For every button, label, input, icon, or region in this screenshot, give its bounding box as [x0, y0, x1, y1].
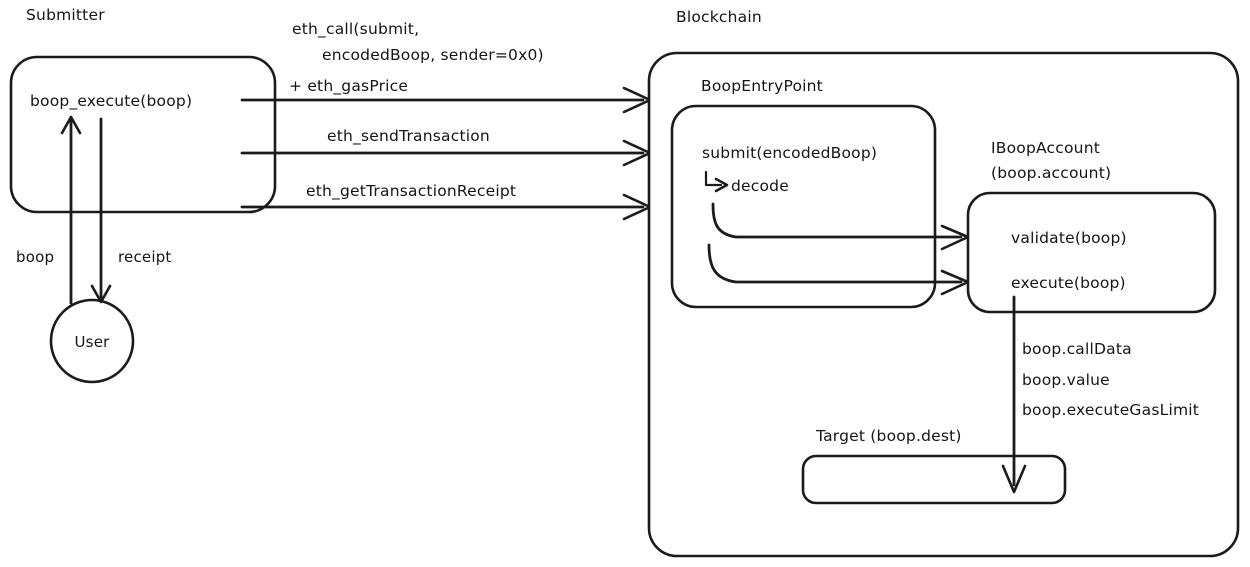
boop-arrow-head	[60, 115, 82, 135]
account-box	[966, 191, 1217, 314]
boop-edge-label: boop	[16, 248, 54, 266]
decode-elbow-arrow-head	[714, 177, 729, 193]
execute-target-label-line3: boop.executeGasLimit	[1022, 401, 1199, 419]
entrypoint-box	[670, 104, 937, 309]
edge-user-to-submitter: boop	[16, 115, 82, 305]
edge-eth-call: eth_call(submit, encodedBoop, sender=0x0…	[240, 20, 652, 114]
edge-eth-get-transaction-receipt: eth_getTransactionReceipt	[240, 182, 652, 221]
submitter-method-label: boop_execute(boop)	[30, 92, 192, 111]
user-group: User	[49, 298, 135, 384]
account-label-line2: (boop.account)	[991, 164, 1111, 182]
decode-execute-arrow-line	[707, 243, 963, 284]
entrypoint-decode-label: decode	[731, 177, 789, 195]
target-label: Target (boop.dest)	[815, 427, 962, 445]
execute-target-label-line2: boop.value	[1022, 371, 1110, 389]
submitter-box	[9, 55, 277, 214]
target-box	[801, 454, 1067, 505]
execute-target-label-line1: boop.callData	[1022, 340, 1132, 358]
eth-call-label-line2: encodedBoop, sender=0x0)	[322, 46, 544, 64]
account-label-line1: IBoopAccount	[991, 139, 1100, 157]
decode-validate-arrow-line	[711, 202, 963, 239]
edge-submitter-to-user: receipt	[90, 117, 172, 304]
execute-target-arrow-head-overlay	[1001, 464, 1027, 494]
eth-call-label-line1: eth_call(submit,	[292, 20, 419, 39]
account-execute-label: execute(boop)	[1011, 274, 1126, 292]
eth-call-label-line3: + eth_gasPrice	[289, 77, 408, 96]
entrypoint-group: BoopEntryPoint submit(encodedBoop) decod…	[670, 77, 937, 309]
user-label: User	[75, 333, 111, 351]
submitter-label: Submitter	[26, 6, 105, 24]
user-circle	[49, 298, 135, 384]
receipt-arrow-head	[90, 284, 112, 304]
edge-eth-send-transaction: eth_sendTransaction	[240, 127, 652, 167]
receipt-edge-label: receipt	[118, 248, 172, 266]
entrypoint-method-label: submit(encodedBoop)	[702, 144, 877, 162]
target-group: Target (boop.dest)	[801, 427, 1067, 505]
eth-send-transaction-label: eth_sendTransaction	[327, 127, 490, 146]
blockchain-label: Blockchain	[676, 8, 762, 26]
eth-get-receipt-label: eth_getTransactionReceipt	[306, 182, 516, 201]
account-group: IBoopAccount (boop.account) validate(boo…	[966, 139, 1217, 314]
submitter-group: Submitter boop_execute(boop)	[9, 6, 277, 214]
account-validate-label: validate(boop)	[1011, 229, 1127, 247]
entrypoint-label: BoopEntryPoint	[701, 77, 823, 95]
decode-elbow-icon	[704, 170, 723, 187]
